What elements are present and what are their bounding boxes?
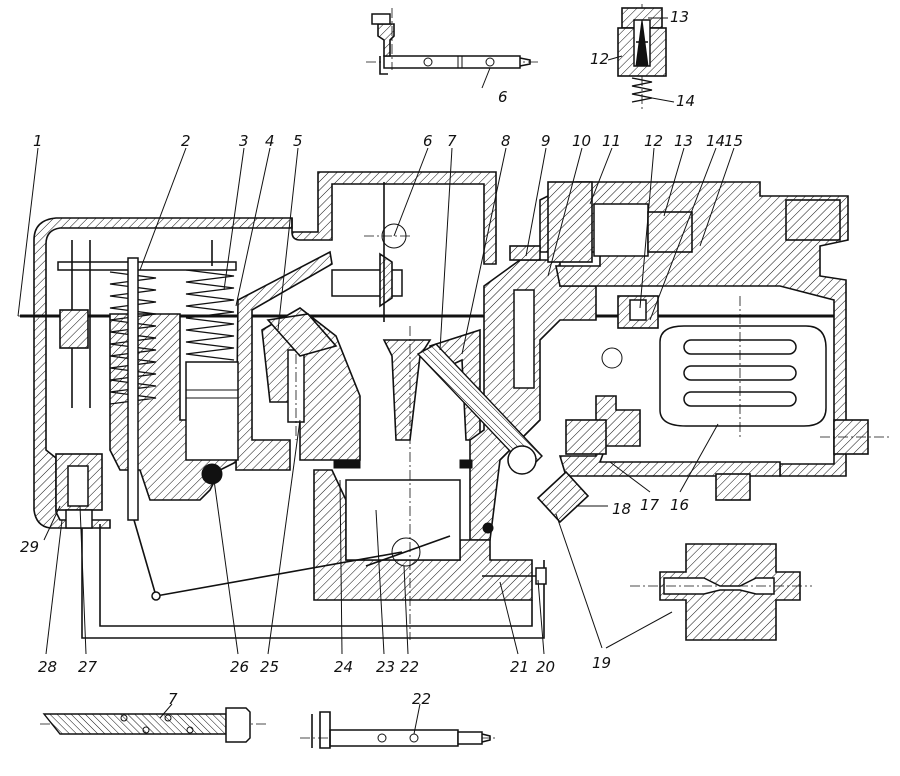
callout-detail-12: 12 <box>590 50 609 68</box>
callout-19: 19 <box>592 654 611 672</box>
callout-labels: 1 2 3 4 5 6 7 8 9 10 11 12 13 14 15 16 1… <box>20 8 743 708</box>
callout-5: 5 <box>293 132 303 150</box>
callout-7: 7 <box>447 132 457 150</box>
callout-detail-13: 13 <box>670 8 689 26</box>
callout-6: 6 <box>423 132 433 150</box>
callout-25: 25 <box>260 658 279 676</box>
callout-22: 22 <box>400 658 419 676</box>
callout-24: 24 <box>334 658 353 676</box>
detail-jet-19 <box>630 543 812 641</box>
callout-29: 29 <box>20 538 39 556</box>
callout-14: 14 <box>706 132 725 150</box>
callout-26: 26 <box>230 658 249 676</box>
callout-17: 17 <box>640 496 660 514</box>
callout-detail-7: 7 <box>168 690 178 708</box>
callout-11: 11 <box>602 132 621 150</box>
callout-27: 27 <box>78 658 98 676</box>
callout-4: 4 <box>265 132 275 150</box>
callout-2: 2 <box>181 132 191 150</box>
callout-10: 10 <box>572 132 591 150</box>
callout-18: 18 <box>612 500 631 518</box>
callout-13: 13 <box>674 132 693 150</box>
detail-shaft-22 <box>300 711 498 749</box>
callout-28: 28 <box>38 658 57 676</box>
callout-15: 15 <box>724 132 743 150</box>
callout-23: 23 <box>376 658 395 676</box>
carburetor-main-section <box>18 171 892 640</box>
callout-detail-6: 6 <box>498 88 508 106</box>
callout-1: 1 <box>33 132 43 150</box>
callout-16: 16 <box>670 496 689 514</box>
callout-3: 3 <box>239 132 249 150</box>
detail-emulsion-tube-7 <box>40 707 268 743</box>
detail-shaft-6 <box>366 8 540 75</box>
callout-21: 21 <box>510 658 529 676</box>
callout-8: 8 <box>501 132 511 150</box>
leader-lines <box>17 17 735 735</box>
callout-20: 20 <box>536 658 555 676</box>
callout-detail-22: 22 <box>412 690 431 708</box>
callout-detail-14: 14 <box>676 92 695 110</box>
callout-12: 12 <box>644 132 663 150</box>
callout-9: 9 <box>541 132 551 150</box>
detail-needle-valve <box>617 4 667 112</box>
